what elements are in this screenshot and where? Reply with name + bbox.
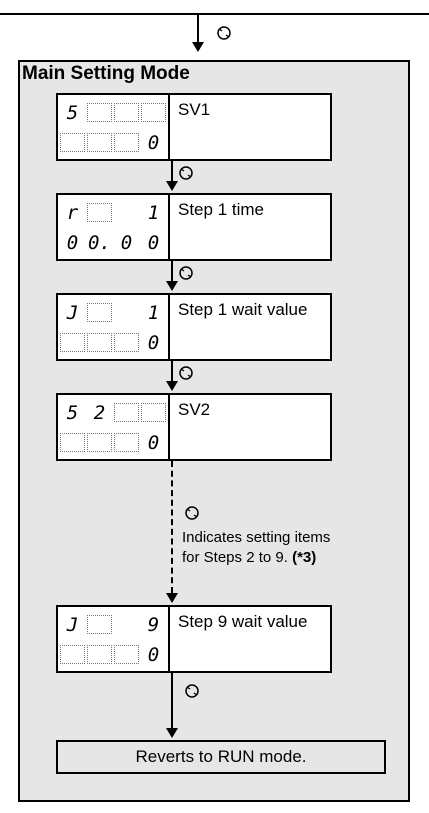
display-digit <box>141 403 166 422</box>
display-digit <box>60 133 85 152</box>
display-digit <box>87 333 112 352</box>
flow-line <box>171 361 173 381</box>
cycle-icon <box>179 166 193 180</box>
display-digit: 0 <box>147 233 160 252</box>
display-digit: 0 <box>147 333 160 352</box>
display-digit: 0 <box>66 233 79 252</box>
panel-title: Main Setting Mode <box>22 63 190 84</box>
display-digit: 0 <box>120 233 133 252</box>
setting-item-sv1[interactable]: 5 0 SV1 <box>56 93 332 161</box>
display-digit <box>114 333 139 352</box>
display-digit <box>87 433 112 452</box>
top-arrow-stem <box>197 15 199 45</box>
note-line-1: Indicates setting items <box>182 529 331 546</box>
display-digit <box>87 203 112 222</box>
item-label: Step 9 wait value <box>178 612 308 631</box>
display-digit <box>114 645 139 664</box>
item-label: Step 1 time <box>178 200 264 219</box>
cycle-icon <box>217 26 231 40</box>
display-digit <box>60 645 85 664</box>
display-digit <box>141 103 166 122</box>
item-label: SV2 <box>178 400 211 419</box>
lcd-display: 5 2 0 <box>58 395 170 459</box>
flow-line <box>171 673 173 728</box>
cycle-icon <box>179 266 193 280</box>
setting-item-step1-time[interactable]: r _ 1 0 0. 0 0 Step 1 time <box>56 193 332 261</box>
display-digit <box>87 103 112 122</box>
lcd-display: J _ 1 0 <box>58 295 170 359</box>
display-digit: _ <box>120 203 133 222</box>
display-digit: 1 <box>147 303 160 322</box>
cycle-icon <box>185 506 199 520</box>
lcd-display: r _ 1 0 0. 0 0 <box>58 195 170 259</box>
display-digit: 0. <box>88 233 111 252</box>
display-digit <box>114 433 139 452</box>
arrow-down-icon <box>166 381 178 391</box>
note-reference: (*3) <box>292 549 317 566</box>
setting-item-step9-wait[interactable]: J _ 9 0 Step 9 wait value <box>56 605 332 673</box>
display-digit: 5 <box>66 103 79 122</box>
display-digit <box>60 433 85 452</box>
revert-run-mode-box: Reverts to RUN mode. <box>56 740 386 774</box>
item-label: SV1 <box>178 100 211 119</box>
cycle-icon <box>179 366 193 380</box>
arrow-down-icon <box>192 42 204 52</box>
display-digit <box>87 133 112 152</box>
item-label: Step 1 wait value <box>178 300 308 319</box>
display-digit: J <box>66 303 79 322</box>
top-separator <box>0 13 429 15</box>
cycle-icon <box>185 684 199 698</box>
display-digit <box>114 133 139 152</box>
setting-item-step1-wait[interactable]: J _ 1 0 Step 1 wait value <box>56 293 332 361</box>
arrow-down-icon <box>166 281 178 291</box>
display-digit: _ <box>120 303 133 322</box>
display-digit <box>87 615 112 634</box>
flow-line <box>171 261 173 281</box>
note-line-2: for Steps 2 to 9. <box>182 549 288 566</box>
display-digit <box>60 333 85 352</box>
flow-line-dashed <box>171 461 173 593</box>
display-digit: r <box>66 203 79 222</box>
display-digit: 0 <box>147 645 160 664</box>
arrow-down-icon <box>166 181 178 191</box>
display-digit: 0 <box>147 433 160 452</box>
display-digit <box>114 103 139 122</box>
display-digit <box>114 403 139 422</box>
setting-item-sv2[interactable]: 5 2 0 SV2 <box>56 393 332 461</box>
display-digit: _ <box>120 615 133 634</box>
arrow-down-icon <box>166 728 178 738</box>
arrow-down-icon <box>166 593 178 603</box>
steps-note: Indicates setting items for Steps 2 to 9… <box>182 528 330 568</box>
lcd-display: 5 0 <box>58 95 170 159</box>
display-digit: 5 <box>66 403 79 422</box>
display-digit: 2 <box>93 403 106 422</box>
display-digit: 1 <box>147 203 160 222</box>
display-digit: J <box>66 615 79 634</box>
display-digit: 0 <box>147 133 160 152</box>
display-digit <box>87 303 112 322</box>
lcd-display: J _ 9 0 <box>58 607 170 671</box>
display-digit: 9 <box>147 615 160 634</box>
flow-line <box>171 161 173 181</box>
display-digit <box>87 645 112 664</box>
